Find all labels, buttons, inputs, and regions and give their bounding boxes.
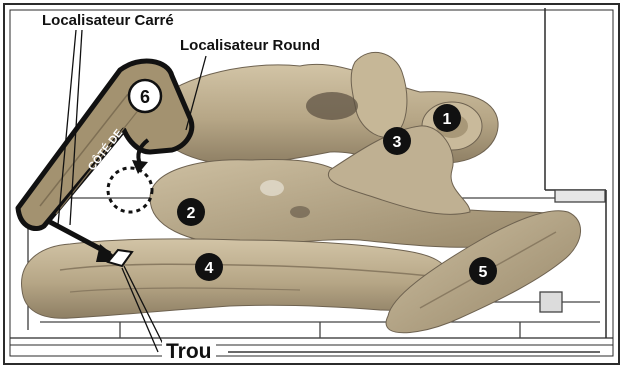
square-locator-label: Localisateur Carré: [40, 13, 176, 28]
hole-label: Trou: [162, 341, 216, 362]
marker-2: 2: [177, 198, 205, 226]
marker-1-label: 1: [443, 111, 452, 128]
marker-4-label: 4: [205, 260, 214, 277]
marker-2-label: 2: [187, 205, 196, 222]
log-front: [22, 239, 449, 318]
marker-4: 4: [195, 253, 223, 281]
marker-5: 5: [469, 257, 497, 285]
marker-5-label: 5: [479, 264, 488, 281]
marker-6-label: 6: [140, 87, 150, 107]
marker-3-label: 3: [393, 134, 402, 151]
marker-1: 1: [433, 104, 461, 132]
marker-3: 3: [383, 127, 411, 155]
round-locator-label: Localisateur Round: [178, 38, 322, 53]
marker-6: 6: [129, 80, 161, 112]
